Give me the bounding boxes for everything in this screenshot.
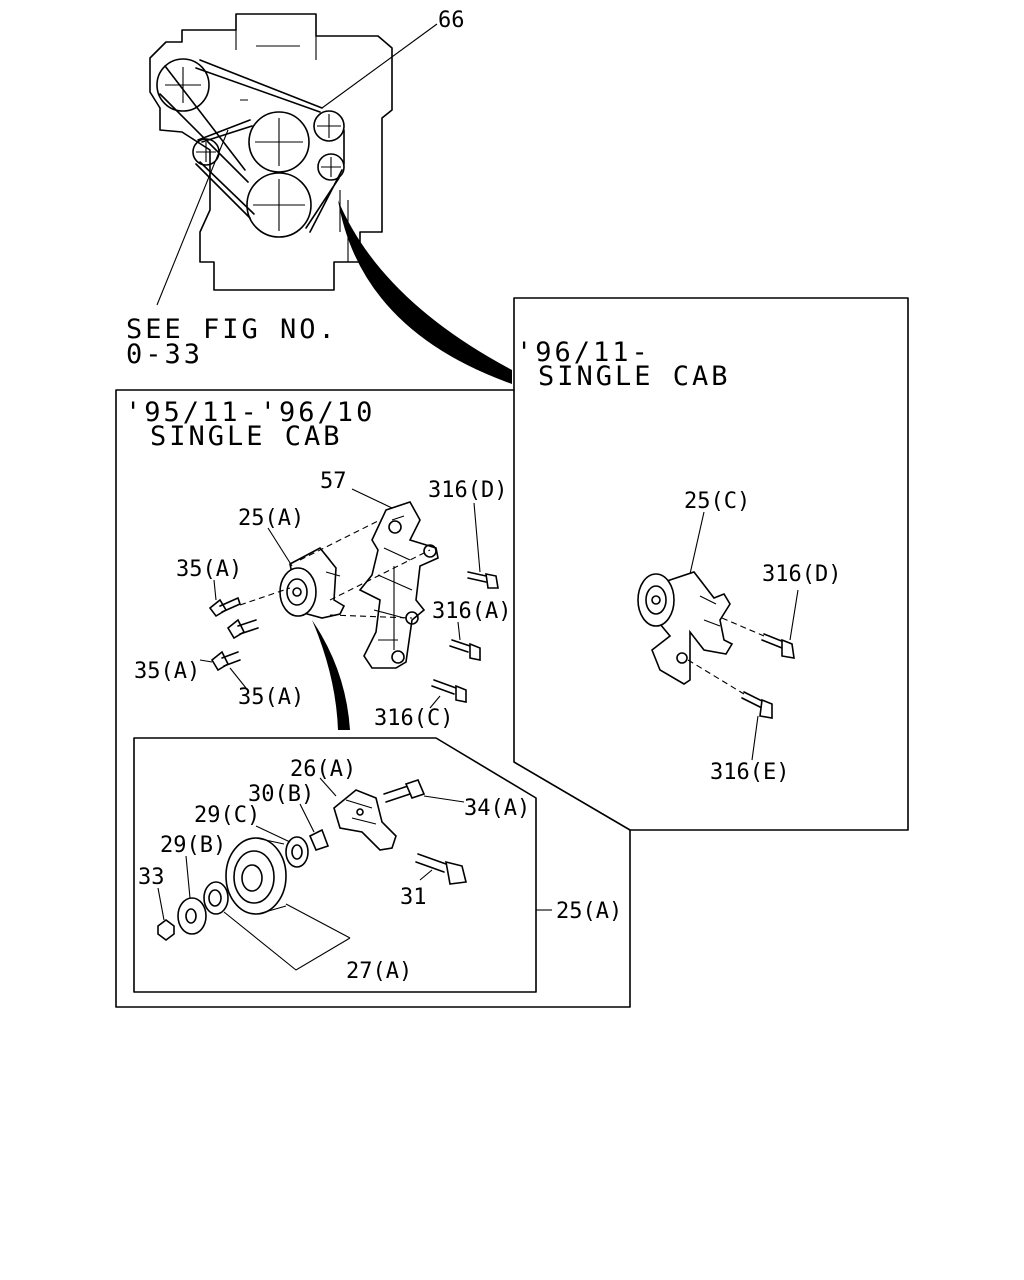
label-316d-right: 316(D): [762, 562, 841, 587]
label-29c: 29(C): [194, 803, 260, 828]
label-26a: 26(A): [290, 757, 356, 782]
callout-arrow-detail: [312, 620, 350, 730]
bracket-57: [358, 501, 439, 669]
see-fig-line1: SEE FIG NO.: [126, 314, 338, 345]
label-25c: 25(C): [684, 489, 750, 514]
label-29b: 29(B): [160, 833, 226, 858]
bolt-316d-right: [761, 633, 795, 659]
right-date-range: '96/11-: [516, 337, 651, 368]
label-31: 31: [400, 885, 427, 910]
detail-parts: [157, 779, 467, 941]
tensioner-25c: [637, 571, 734, 685]
callout-arrow-right: [338, 200, 512, 384]
left-panel-frame: [115, 389, 631, 1008]
bolt-316e: [741, 691, 773, 719]
label-66: 66: [438, 8, 465, 33]
right-panel-frame: [513, 297, 909, 831]
detail-panel-frame: [133, 737, 537, 993]
label-316c: 316(C): [374, 706, 453, 731]
label-33: 33: [138, 865, 165, 890]
label-57: 57: [320, 469, 347, 494]
label-27a: 27(A): [346, 959, 412, 984]
tensioner-25a: [279, 546, 346, 619]
left-date-range: '95/11-'96/10: [125, 397, 375, 428]
label-316d-left: 316(D): [428, 478, 507, 503]
label-34a: 34(A): [464, 796, 530, 821]
bolt-316d-left: [467, 571, 499, 589]
label-316a: 316(A): [432, 599, 511, 624]
label-35a-3: 35(A): [238, 685, 304, 710]
label-25a-detail: 25(A): [556, 899, 622, 924]
bolts-35a: [208, 597, 259, 672]
label-30b: 30(B): [248, 782, 314, 807]
label-35a-2: 35(A): [134, 659, 200, 684]
bolt-316a: [449, 639, 481, 661]
engine-drawing: [149, 13, 393, 291]
label-25a-left: 25(A): [238, 506, 304, 531]
left-cab: SINGLE CAB: [150, 421, 343, 452]
label-316e: 316(E): [710, 760, 789, 785]
see-fig-line2: 0-33: [126, 339, 203, 370]
right-cab: SINGLE CAB: [538, 361, 731, 392]
label-35a-1: 35(A): [176, 557, 242, 582]
bolt-316c: [431, 679, 467, 703]
